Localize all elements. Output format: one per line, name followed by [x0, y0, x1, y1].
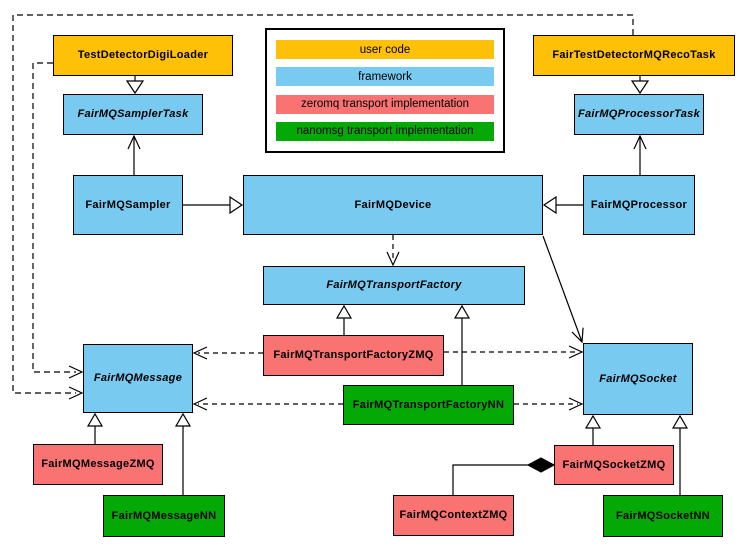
node-fairmq-socket-zmq: FairMQSocketZMQ: [554, 445, 674, 485]
legend-item-nanomsg: nanomsg transport implementation: [276, 121, 494, 141]
edge-messagenn-to-message: [174, 412, 192, 495]
node-fair-test-detector-mq-reco-task: FairTestDetectorMQRecoTask: [533, 35, 735, 76]
node-fairmq-processor-task: FairMQProcessorTask: [574, 94, 704, 135]
edge-messagezmq-to-message: [86, 412, 104, 444]
node-fairmq-transport-factory-zmq: FairMQTransportFactoryZMQ: [263, 335, 444, 376]
edge-processor-to-processortask: [633, 134, 647, 175]
edge-factorynn-to-transportfactory: [453, 304, 471, 385]
edge-factoryzmq-to-message: [192, 346, 263, 360]
node-fairmq-message-zmq: FairMQMessageZMQ: [33, 444, 163, 485]
node-fairmq-socket-nn: FairMQSocketNN: [603, 495, 723, 537]
edge-recotask-to-processortask: [630, 76, 650, 95]
edge-digiloader-to-message: [32, 62, 84, 379]
edge-sampler-to-samplertask: [127, 134, 141, 175]
edge-contextzmq-to-socketzmq: [452, 457, 556, 495]
legend-item-framework: framework: [276, 67, 494, 87]
node-fairmq-context-zmq: FairMQContextZMQ: [393, 495, 514, 536]
node-test-detector-digi-loader: TestDetectorDigiLoader: [53, 35, 233, 76]
edge-socketzmq-to-socket: [584, 414, 602, 445]
edge-socketnn-to-socket: [671, 414, 689, 495]
node-fairmq-message: FairMQMessage: [83, 344, 193, 413]
edge-factoryzmq-to-socket: [444, 345, 584, 359]
node-fairmq-sampler-task: FairMQSamplerTask: [63, 94, 203, 135]
node-fairmq-transport-factory-nn: FairMQTransportFactoryNN: [343, 385, 514, 425]
legend-item-user-code: user code: [276, 40, 494, 60]
node-fairmq-transport-factory: FairMQTransportFactory: [263, 266, 525, 305]
node-fairmq-message-nn: FairMQMessageNN: [103, 495, 225, 537]
edge-processor-to-device: [542, 195, 583, 215]
node-fairmq-processor: FairMQProcessor: [583, 175, 695, 235]
node-fairmq-device: FairMQDevice: [243, 175, 543, 235]
edge-factorynn-to-socket: [514, 397, 584, 411]
edge-digiloader-to-samplertask: [125, 76, 145, 95]
node-fairmq-sampler: FairMQSampler: [73, 175, 183, 235]
edge-device-to-socket: [542, 235, 584, 344]
edge-device-to-transportfactory: [386, 235, 400, 267]
node-fairmq-socket: FairMQSocket: [583, 343, 693, 415]
edge-sampler-to-device: [183, 195, 244, 215]
legend: user code framework zeromq transport imp…: [265, 28, 505, 153]
edge-recotask-to-message: [12, 14, 634, 400]
legend-item-zeromq: zeromq transport implementation: [276, 94, 494, 114]
edge-factoryzmq-to-transportfactory: [335, 304, 353, 335]
edge-factorynn-to-message: [192, 397, 343, 411]
